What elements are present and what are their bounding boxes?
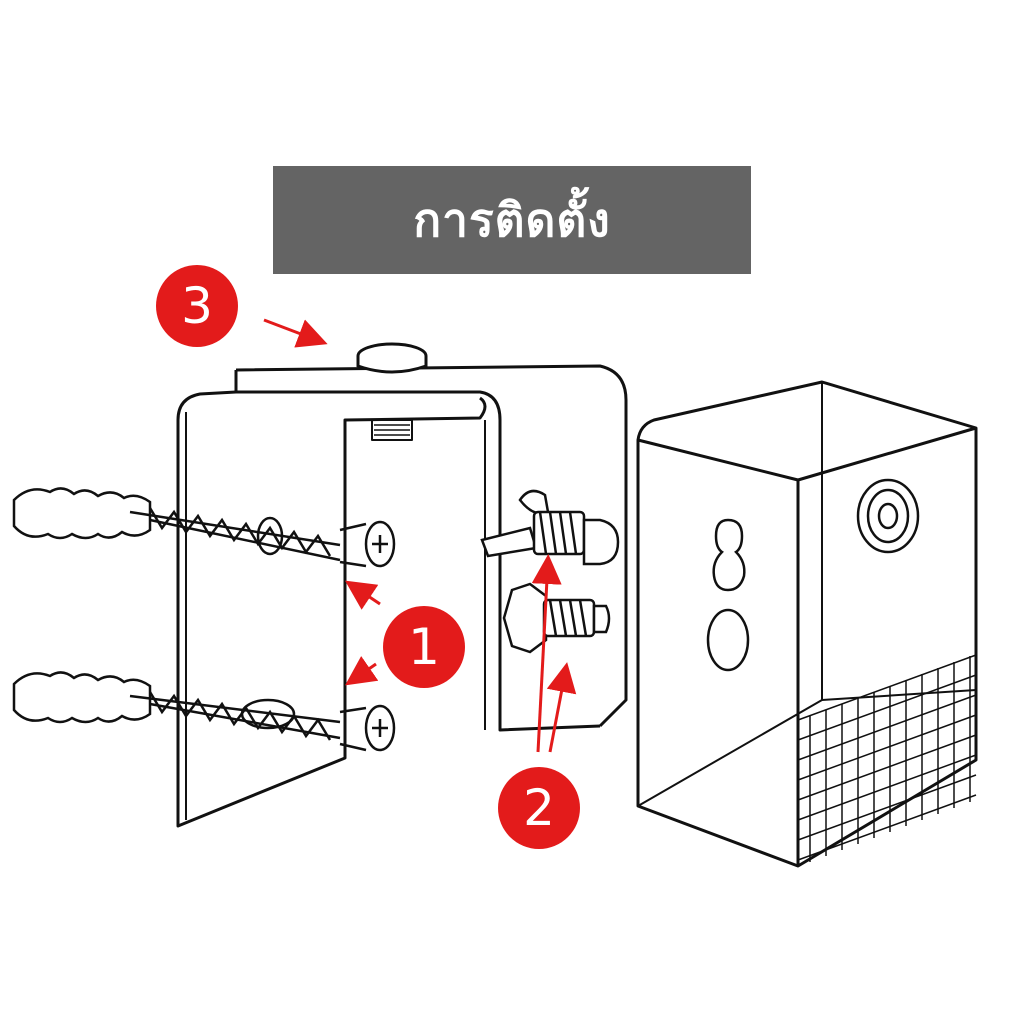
callout-label-2: 2 bbox=[523, 779, 555, 837]
wing-bolt bbox=[480, 489, 620, 566]
wall-anchor-lower bbox=[12, 671, 396, 752]
vent-grid bbox=[797, 654, 977, 862]
top-screw-knob bbox=[356, 342, 428, 374]
callout-badge-3: 3 bbox=[156, 265, 238, 347]
wall-anchor-upper bbox=[12, 487, 396, 568]
callout-badge-1: 1 bbox=[383, 606, 465, 688]
hex-bolt bbox=[502, 582, 611, 654]
mounting-box bbox=[636, 380, 978, 868]
title-banner: การติดตั้ง bbox=[273, 166, 751, 274]
callout-label-3: 3 bbox=[181, 277, 213, 335]
keyhole-slot bbox=[706, 518, 750, 672]
round-port bbox=[856, 478, 920, 554]
callout-arrows bbox=[263, 318, 577, 753]
page-title: การติดตั้ง bbox=[413, 192, 611, 247]
callout-badge-2: 2 bbox=[498, 767, 580, 849]
mounting-bracket bbox=[176, 364, 628, 828]
callout-label-1: 1 bbox=[408, 618, 440, 676]
